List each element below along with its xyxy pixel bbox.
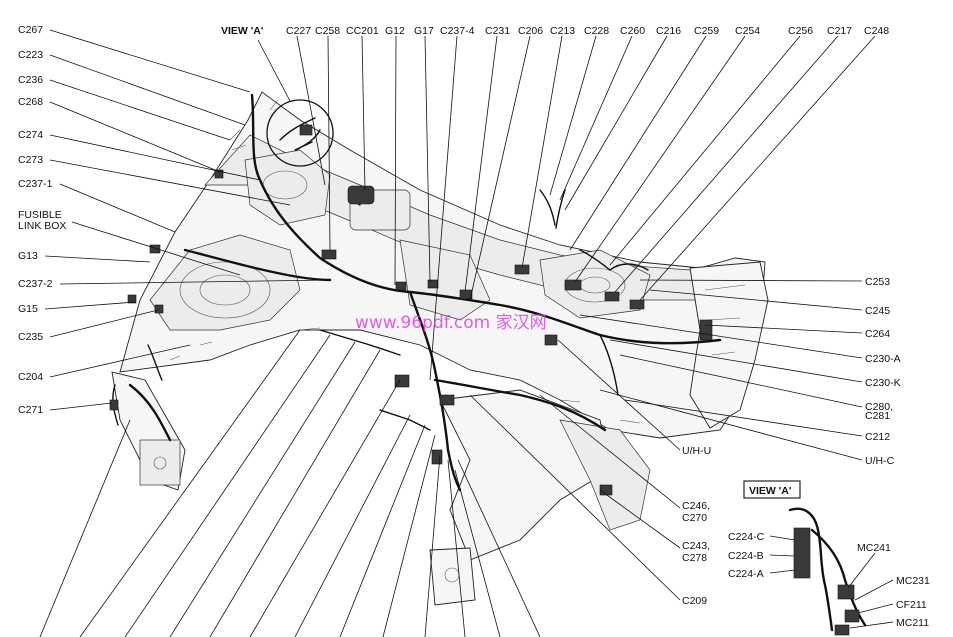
connectors	[109, 169, 713, 496]
view-a-callout	[257, 39, 334, 167]
label-c213: C213	[550, 25, 575, 37]
label-c209: C209	[682, 595, 707, 607]
labels-left: C267 C223 C236 C268 C274 C273 C237-1 FUS…	[18, 24, 66, 416]
label-c271: C271	[18, 404, 43, 416]
labels-top: VIEW 'A' C227 C258 CC201 G12 G17 C237-4 …	[221, 25, 889, 37]
label-c216: C216	[656, 25, 681, 37]
label-c228: C228	[584, 25, 609, 37]
label-c236: C236	[18, 74, 43, 86]
label-c224-a: C224-A	[728, 568, 764, 580]
label-c227: C227	[286, 25, 311, 37]
label-c246: C246,	[682, 500, 710, 512]
label-c259: C259	[694, 25, 719, 37]
label-c212: C212	[865, 431, 890, 443]
label-cf211: CF211	[896, 599, 927, 611]
label-c217: C217	[827, 25, 852, 37]
view-a-detail-inset	[743, 480, 867, 636]
label-c223: C223	[18, 49, 43, 61]
label-c204: C204	[18, 371, 43, 383]
label-c260: C260	[620, 25, 645, 37]
label-c248: C248	[864, 25, 889, 37]
wiring-harness	[112, 93, 722, 492]
labels-right: C253 C245 C264 C230-A C230-K C280, C281 …	[682, 276, 901, 607]
label-c206: C206	[518, 25, 543, 37]
label-c235: C235	[18, 331, 43, 343]
label-mc241: MC241	[857, 542, 891, 554]
label-c256: C256	[788, 25, 813, 37]
label-c253: C253	[865, 276, 890, 288]
label-c237-2: C237-2	[18, 278, 53, 290]
label-c268: C268	[18, 96, 43, 108]
label-c245: C245	[865, 305, 890, 317]
labels-view-a: VIEW 'A' C224-C C224-B C224-A MC241 MC23…	[728, 485, 930, 629]
label-c231: C231	[485, 25, 510, 37]
label-c254: C254	[735, 25, 760, 37]
label-g17: G17	[414, 25, 434, 37]
label-mc231: MC231	[896, 575, 930, 587]
label-c280: C280,	[865, 401, 893, 413]
label-c243: C243,	[682, 540, 710, 552]
label-c274: C274	[18, 129, 43, 141]
label-mc211: MC211	[896, 617, 929, 629]
view-a-box-label: VIEW 'A'	[749, 485, 791, 497]
label-c224-b: C224-B	[728, 550, 764, 562]
label-cc201: CC201	[346, 25, 379, 37]
label-c237-4: C237-4	[440, 25, 475, 37]
label-link-box: LINK BOX	[18, 220, 66, 232]
label-u-h-u: U/H-U	[682, 445, 711, 457]
label-c224-c: C224-C	[728, 531, 765, 543]
label-c270: C270	[682, 512, 707, 524]
label-u-h-c: U/H-C	[865, 455, 895, 467]
leader-lines	[39, 29, 894, 637]
vehicle-body-structure	[111, 91, 769, 606]
label-g13: G13	[18, 250, 38, 262]
label-fusible: FUSIBLE	[18, 209, 62, 221]
view-a-top-label: VIEW 'A'	[221, 25, 263, 37]
label-c258: C258	[315, 25, 340, 37]
label-c230-k: C230-K	[865, 377, 901, 389]
label-c278: C278	[682, 552, 707, 564]
label-g12: G12	[385, 25, 405, 37]
label-c267: C267	[18, 24, 43, 36]
label-c281: C281	[865, 410, 890, 422]
label-c230-a: C230-A	[865, 353, 901, 365]
watermark: www.96pdf.com 家汉网	[355, 313, 547, 333]
label-c237-1: C237-1	[18, 178, 53, 190]
label-c273: C273	[18, 154, 43, 166]
label-c264: C264	[865, 328, 890, 340]
label-g15: G15	[18, 303, 38, 315]
